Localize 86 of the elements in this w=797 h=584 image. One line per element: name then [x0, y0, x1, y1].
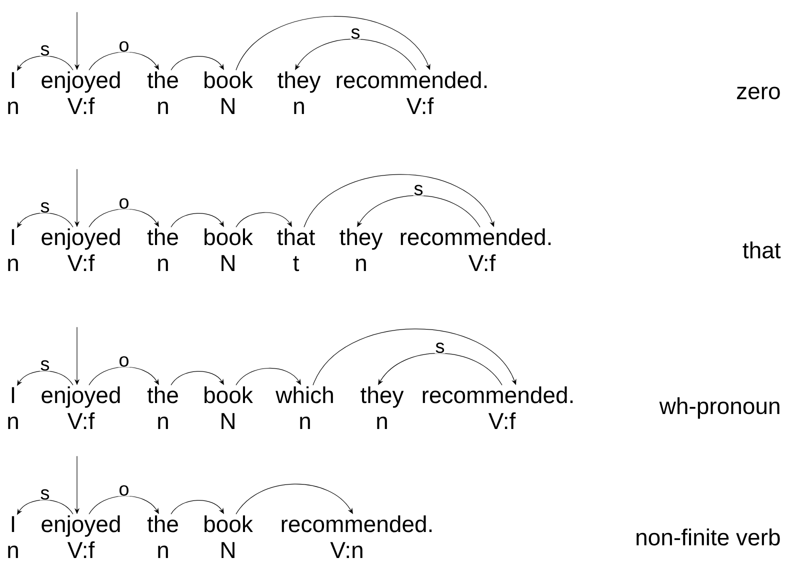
- arc-arrow: [357, 195, 480, 228]
- arc-arrow: [88, 496, 159, 514]
- edge-label: s: [40, 202, 50, 213]
- tag-label: V:f: [468, 254, 496, 271]
- word: enjoyed: [42, 386, 120, 408]
- tag-label: n: [377, 416, 387, 429]
- arc-arrow: [17, 56, 74, 71]
- word: enjoyed: [42, 71, 120, 93]
- arc-arrow: [236, 484, 353, 514]
- word: recommended.: [422, 386, 573, 404]
- word: recommended.: [400, 228, 551, 246]
- tag-label: n: [158, 258, 168, 271]
- tag-label: n: [8, 258, 18, 271]
- tag-label: n: [158, 546, 168, 558]
- word: recommended.: [282, 515, 432, 532]
- edge-label: s: [40, 45, 50, 56]
- arc-arrow: [88, 366, 159, 386]
- tag-label: n: [158, 102, 168, 114]
- tag-label: n: [300, 416, 310, 429]
- word: they: [278, 71, 321, 93]
- tag-label: N: [222, 98, 234, 114]
- arc-arrow: [88, 208, 159, 228]
- construction-label: non-finite verb: [636, 528, 780, 546]
- edge-label: s: [414, 184, 423, 196]
- construction-label: wh-pronoun: [659, 397, 780, 419]
- arc-arrow: [17, 500, 74, 515]
- word: they: [360, 386, 404, 408]
- word: the: [147, 515, 178, 532]
- arc-arrow: [236, 16, 430, 70]
- word: book: [204, 71, 253, 88]
- edge-label: s: [351, 28, 360, 39]
- arc-arrow: [17, 212, 74, 228]
- word: I: [12, 516, 14, 532]
- arc-arrow: [236, 368, 301, 386]
- word: enjoyed: [42, 228, 120, 250]
- tag-label: V:f: [67, 254, 95, 271]
- edge-label: s: [40, 360, 50, 371]
- tag-label: n: [8, 102, 18, 114]
- word: I: [12, 229, 14, 245]
- word: they: [340, 228, 383, 250]
- arc-arrow: [88, 52, 159, 70]
- tag-label: n: [8, 546, 18, 558]
- arc-arrow: [378, 353, 502, 386]
- edge-label: o: [120, 356, 128, 367]
- construction-label: that: [742, 242, 781, 258]
- word: the: [147, 386, 178, 404]
- tag-label: N: [222, 542, 234, 558]
- construction-label: zero: [737, 86, 780, 100]
- word: book: [204, 228, 253, 246]
- tag-label: n: [158, 416, 168, 429]
- word: enjoyed: [42, 515, 120, 537]
- tag-label: V:f: [67, 412, 95, 429]
- tag-label: V:f: [67, 541, 95, 558]
- word: the: [147, 71, 178, 88]
- word: book: [204, 515, 253, 532]
- word: that: [277, 228, 316, 246]
- word: I: [12, 387, 14, 403]
- edge-label: o: [120, 41, 128, 52]
- edge-label: s: [436, 342, 444, 354]
- edge-label: o: [120, 198, 128, 209]
- word: recommended.: [336, 71, 487, 88]
- arc-arrow: [236, 212, 292, 228]
- arc-arrow: [295, 38, 416, 70]
- tag-label: n: [8, 416, 18, 429]
- arc-arrow: [170, 371, 224, 386]
- arc-arrow: [17, 370, 74, 386]
- arc-arrow: [170, 500, 224, 514]
- arc-arrow: [312, 328, 516, 386]
- tag-label: N: [222, 413, 234, 429]
- arc-arrow: [304, 174, 494, 228]
- tag-label: n: [356, 258, 366, 271]
- tag-label: n: [294, 102, 304, 114]
- edge-label: o: [120, 485, 128, 496]
- tag-label: V:f: [406, 97, 434, 114]
- tag-label: V:n: [330, 542, 362, 558]
- word: book: [204, 386, 253, 404]
- word: which: [276, 386, 333, 404]
- edge-label: s: [40, 489, 50, 500]
- tag-label: t: [293, 256, 300, 272]
- tag-label: N: [222, 255, 234, 271]
- word: I: [12, 72, 14, 88]
- tag-label: V:f: [488, 412, 516, 429]
- arc-arrow: [170, 56, 224, 70]
- arc-arrow: [170, 213, 224, 228]
- word: the: [147, 228, 178, 246]
- tag-label: V:f: [67, 97, 95, 114]
